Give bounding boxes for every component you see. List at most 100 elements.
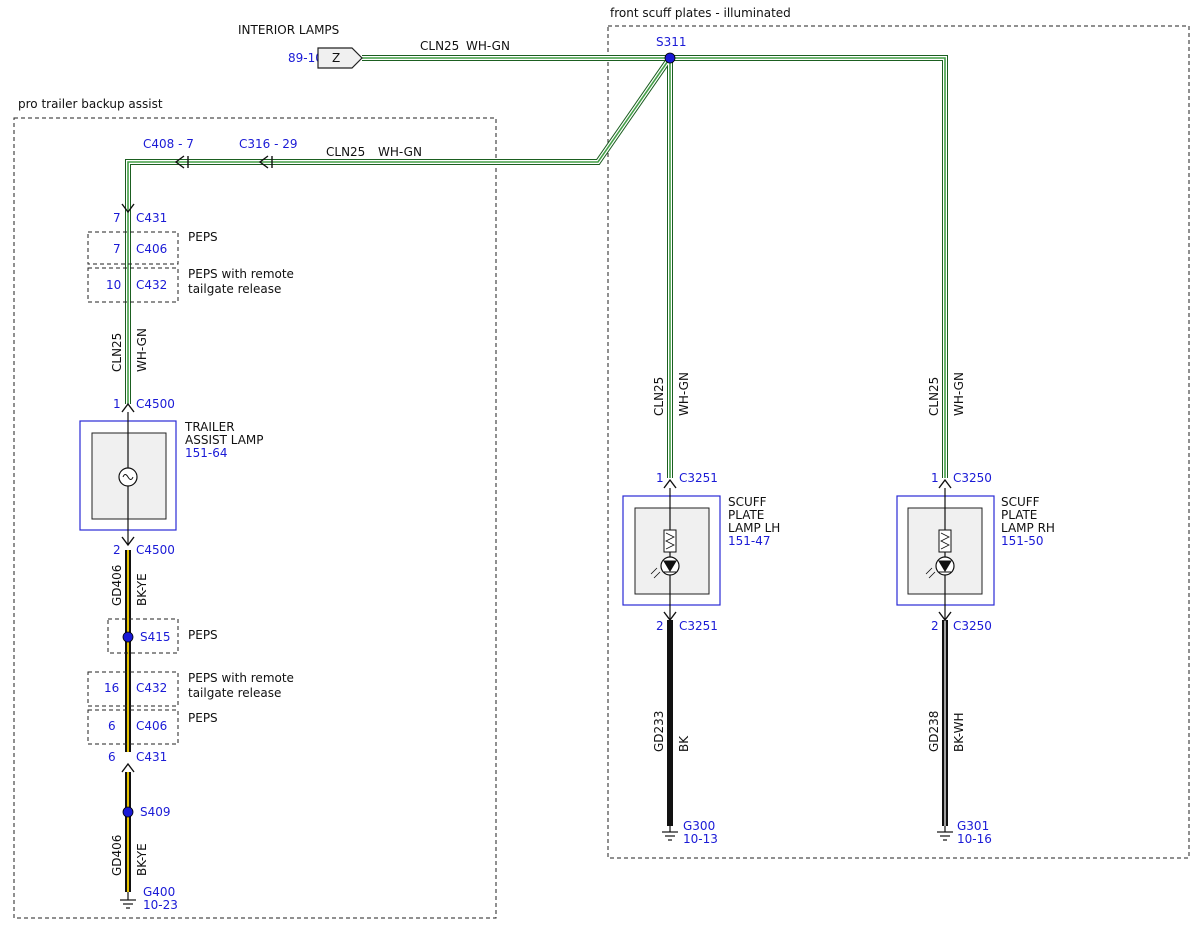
s415-box xyxy=(107,618,179,654)
interior-lamps-ref: 89-10 xyxy=(288,51,323,65)
gd406-lower-circuit: GD406 xyxy=(110,835,124,876)
lh-led-diode-icon xyxy=(663,560,677,573)
c432-bottom-pin: 16 xyxy=(104,681,119,695)
c431-bottom-pin: 6 xyxy=(108,750,116,764)
c432-bottom-box xyxy=(87,671,179,707)
lh-name-3: LAMP LH xyxy=(728,521,780,535)
c408-label: C408 - 7 xyxy=(143,137,194,151)
c432-top-peps-remote-1: PEPS with remote xyxy=(188,267,294,281)
c406-bottom-pin: 6 xyxy=(108,719,116,733)
lamp-name-2: ASSIST LAMP xyxy=(185,433,264,447)
lh-pin1-label: C3251 xyxy=(679,471,718,485)
c406-bottom-label: C406 xyxy=(136,719,167,733)
c431-top-pin: 7 xyxy=(113,211,121,225)
g400-ref: 10-23 xyxy=(143,898,178,912)
rh-gd-circuit: GD238 xyxy=(927,711,941,752)
mid-wire-color: WH-GN xyxy=(378,145,422,159)
front-scuff-area-label: front scuff plates - illuminated xyxy=(610,6,791,20)
s409-label: S409 xyxy=(140,805,171,819)
lamp-ref: 151-64 xyxy=(185,446,228,460)
c316-connector-icon xyxy=(258,155,273,169)
s409-splice-dot xyxy=(122,806,134,818)
c432-bottom-peps-remote-1: PEPS with remote xyxy=(188,671,294,685)
g400-ground-icon xyxy=(120,892,136,909)
g301-ref: 10-16 xyxy=(957,832,992,846)
top-wire-circuit: CLN25 xyxy=(420,39,459,53)
c406-top-pin: 7 xyxy=(113,242,121,256)
c4500-pin1-connector-icon xyxy=(121,402,135,413)
lh-v-color: WH-GN xyxy=(677,372,691,416)
bulb-filament-icon xyxy=(122,474,134,480)
c431-bottom-label: C431 xyxy=(136,750,167,764)
pro-trailer-area-label: pro trailer backup assist xyxy=(18,97,163,111)
rh-resistor-zigzag-icon xyxy=(940,532,950,550)
front-scuff-area xyxy=(607,25,1190,859)
g301-ground-icon xyxy=(937,826,953,841)
c3251-pin2-connector-icon xyxy=(663,611,677,622)
rh-v-color: WH-GN xyxy=(952,372,966,416)
lh-gd-circuit: GD233 xyxy=(652,711,666,752)
connector-z-label: Z xyxy=(332,51,340,65)
c431-top-label: C431 xyxy=(136,211,167,225)
c3250-pin1-connector-icon xyxy=(938,478,952,489)
left-v-circuit: CLN25 xyxy=(110,333,124,372)
connector-z-shape xyxy=(317,47,363,69)
rh-name-3: LAMP RH xyxy=(1001,521,1055,535)
lh-name-2: PLATE xyxy=(728,508,764,522)
c431-bottom-connector-icon xyxy=(121,762,135,773)
s415-splice-dot xyxy=(122,631,134,643)
lh-pin2: 2 xyxy=(656,619,664,633)
mid-wire-circuit: CLN25 xyxy=(326,145,365,159)
lh-name-1: SCUFF xyxy=(728,495,767,509)
c4500-pin1-label: C4500 xyxy=(136,397,175,411)
rh-pin1: 1 xyxy=(931,471,939,485)
c432-top-peps-remote-2: tailgate release xyxy=(188,282,281,296)
lh-gd-color: BK xyxy=(677,735,691,752)
gd406-upper-color: BK-YE xyxy=(135,573,149,606)
s415-peps: PEPS xyxy=(188,628,218,642)
interior-lamps-label: INTERIOR LAMPS xyxy=(238,23,339,37)
lh-resistor-icon xyxy=(663,529,677,553)
gd406-upper-circuit: GD406 xyxy=(110,565,124,606)
black-wires xyxy=(667,620,948,826)
rh-pin2-label: C3250 xyxy=(953,619,992,633)
lh-ref: 151-47 xyxy=(728,534,771,548)
c432-top-box xyxy=(87,267,179,303)
g300-ref: 10-13 xyxy=(683,832,718,846)
c432-top-pin: 10 xyxy=(106,278,121,292)
g400-label: G400 xyxy=(143,885,175,899)
c3251-pin1-connector-icon xyxy=(663,478,677,489)
rh-ref: 151-50 xyxy=(1001,534,1044,548)
s415-label: S415 xyxy=(140,630,171,644)
c406-top-label: C406 xyxy=(136,242,167,256)
rh-led-rays-icon xyxy=(925,567,936,579)
c406-top-box xyxy=(87,231,179,265)
lh-v-circuit: CLN25 xyxy=(652,377,666,416)
c4500-pin2-connector-icon xyxy=(121,536,135,547)
c3250-pin2-connector-icon xyxy=(938,611,952,622)
c431-top-connector-icon xyxy=(121,203,135,214)
lh-led-rays-icon xyxy=(650,567,661,579)
s311-splice-dot xyxy=(664,52,676,64)
c432-top-label: C432 xyxy=(136,278,167,292)
lh-pin2-label: C3251 xyxy=(679,619,718,633)
g300-label: G300 xyxy=(683,819,715,833)
c4500-pin2-label: C4500 xyxy=(136,543,175,557)
c406-bottom-box xyxy=(87,709,179,745)
c432-bottom-peps-remote-2: tailgate release xyxy=(188,686,281,700)
rh-v-circuit: CLN25 xyxy=(927,377,941,416)
rh-name-2: PLATE xyxy=(1001,508,1037,522)
c4500-pin1: 1 xyxy=(113,397,121,411)
rh-name-1: SCUFF xyxy=(1001,495,1040,509)
left-v-color: WH-GN xyxy=(135,328,149,372)
c4500-pin2: 2 xyxy=(113,543,121,557)
g301-label: G301 xyxy=(957,819,989,833)
c432-bottom-label: C432 xyxy=(136,681,167,695)
g300-ground-icon xyxy=(662,826,678,841)
rh-resistor-icon xyxy=(938,529,952,553)
rh-pin2: 2 xyxy=(931,619,939,633)
c408-connector-icon xyxy=(174,155,189,169)
green-wires xyxy=(125,55,948,478)
c316-label: C316 - 29 xyxy=(239,137,298,151)
